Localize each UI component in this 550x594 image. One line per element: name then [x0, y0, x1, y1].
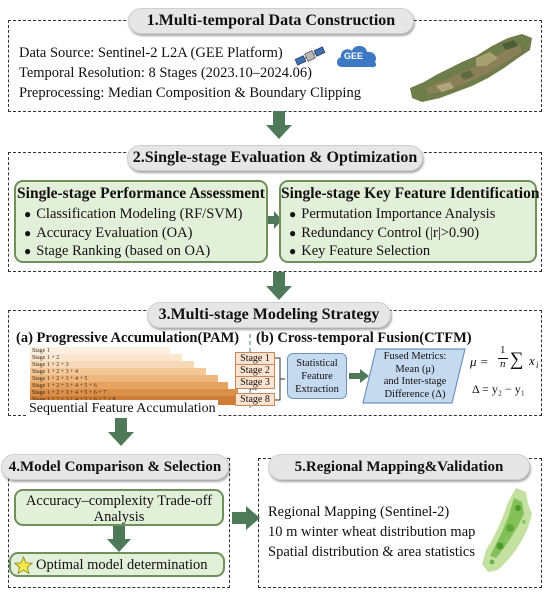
fused-line: and Inter-stage — [383, 376, 447, 387]
satellite-icon — [294, 46, 326, 66]
formula-delta: Δ = y₂ − y₁ — [472, 382, 525, 396]
pam-caption: Sequential Feature Accumulation — [27, 400, 218, 418]
fused-metrics-shape — [362, 348, 466, 404]
pam-step: Stage 1 — [30, 347, 170, 356]
arrow-3-to-4 — [108, 418, 134, 446]
pam-step: Stage 1 + 2 + 3 + 4 + 5 + 6 + 7 — [30, 389, 238, 398]
section1-title: 1.Multi-temporal Data Construction — [128, 8, 414, 34]
wheat-distribution-map — [482, 488, 532, 572]
gee-label: GEE — [344, 51, 364, 61]
performance-item: Accuracy Evaluation (OA) — [24, 224, 266, 243]
formula-mean: μ = 1 n ∑ x i — [470, 344, 544, 378]
satellite-map-image — [410, 34, 532, 102]
extraction-line: Feature — [301, 371, 333, 382]
formula-mu: μ = — [470, 354, 489, 369]
section1-line-data-source: Data Source: Sentinel-2 L2A (GEE Platfor… — [19, 45, 283, 61]
arrow-2-to-3 — [266, 272, 292, 300]
pam-step: Stage 1 + 2 + 3 — [30, 361, 194, 370]
optimal-model-label: Optimal model determination — [36, 557, 208, 573]
performance-assessment-heading: Single-stage Performance Assessment — [17, 185, 265, 202]
performance-item: Stage Ranking (based on OA) — [24, 242, 266, 261]
arrow-assessment-to-identification — [268, 211, 282, 229]
gee-cloud-icon — [336, 45, 377, 68]
section5-title: 5.Regional Mapping&Validation — [268, 454, 530, 480]
arrow-4-to-5 — [232, 506, 260, 530]
ctfm-stage-box: Stage 3 — [235, 376, 275, 389]
extraction-line: Extraction — [295, 384, 339, 395]
tradeoff-box: Accuracy–complexity Trade-off Analysis — [14, 489, 224, 526]
performance-assessment-box: Single-stage Performance Assessment Clas… — [14, 180, 268, 263]
performance-item: Classification Modeling (RF/SVM) — [24, 205, 266, 224]
extraction-line: Statistical — [296, 358, 338, 369]
pam-step: Stage 1 + 2 + 3 + 4 — [30, 368, 206, 377]
section2-title: 2.Single-stage Evaluation & Optimization — [127, 145, 423, 171]
section5-line-distribution: 10 m winter wheat distribution map — [268, 524, 476, 540]
pam-step: Stage 1 + 2 + 3 + 4 + 5 + 6 — [30, 382, 228, 391]
key-feature-heading: Single-stage Key Feature Identification — [281, 185, 540, 202]
fused-metrics-text: Fused Metrics: Mean (μ) and Inter-stage … — [376, 351, 454, 401]
tradeoff-line: Analysis — [93, 509, 145, 525]
pam-step: Stage 1 + 2 — [30, 354, 182, 363]
section5-line-statistics: Spatial distribution & area statistics — [268, 544, 475, 560]
ctfm-stage-box: Stage 8 — [235, 393, 275, 406]
formula-sum: ∑ — [510, 349, 524, 370]
section1-line-temporal: Temporal Resolution: 8 Stages (2023.10–2… — [19, 65, 312, 81]
formula-frac-den: n — [500, 358, 506, 370]
fused-line: Fused Metrics: — [383, 351, 447, 362]
formula-x: x — [529, 353, 535, 368]
section3-title: 3.Multi-stage Modeling Strategy — [147, 302, 391, 328]
arrow-tradeoff-to-optimal — [107, 526, 131, 552]
arrow-extraction-to-fused — [349, 369, 369, 383]
feature-extraction-box: Statistical Feature Extraction — [287, 353, 347, 399]
key-feature-item: Permutation Importance Analysis — [289, 205, 535, 224]
star-icon — [14, 556, 33, 575]
section5-line-mapping: Regional Mapping (Sentinel-2) — [268, 504, 450, 520]
arrow-1-to-2 — [266, 111, 292, 139]
formula-frac-num: 1 — [500, 344, 506, 356]
ctfm-ellipsis: ... — [249, 381, 258, 393]
key-feature-item: Redundancy Control (|r|>0.90) — [289, 224, 535, 243]
formula-frac-bar — [498, 358, 508, 359]
pam-heading: (a) Progressive Accumulation(PAM) — [16, 330, 240, 346]
formula-i: i — [536, 360, 539, 370]
section4-title: 4.Model Comparison & Selection — [1, 454, 229, 480]
key-feature-box: Single-stage Key Feature Identification … — [279, 180, 540, 263]
optimal-model-box: Optimal model determination — [9, 552, 225, 577]
ctfm-heading: (b) Cross-temporal Fusion(CTFM) — [256, 330, 472, 346]
key-feature-item: Key Feature Selection — [289, 242, 535, 261]
ctfm-bracket — [275, 357, 285, 401]
tradeoff-line: Accuracy–complexity Trade-off — [25, 493, 213, 509]
pam-step: Stage 1 + 2 + 3 + 4 + 5 — [30, 375, 218, 384]
fused-line: Difference (Δ) — [384, 388, 446, 400]
fused-line: Mean (μ) — [395, 363, 435, 375]
section1-line-preprocessing: Preprocessing: Median Composition & Boun… — [19, 85, 361, 101]
